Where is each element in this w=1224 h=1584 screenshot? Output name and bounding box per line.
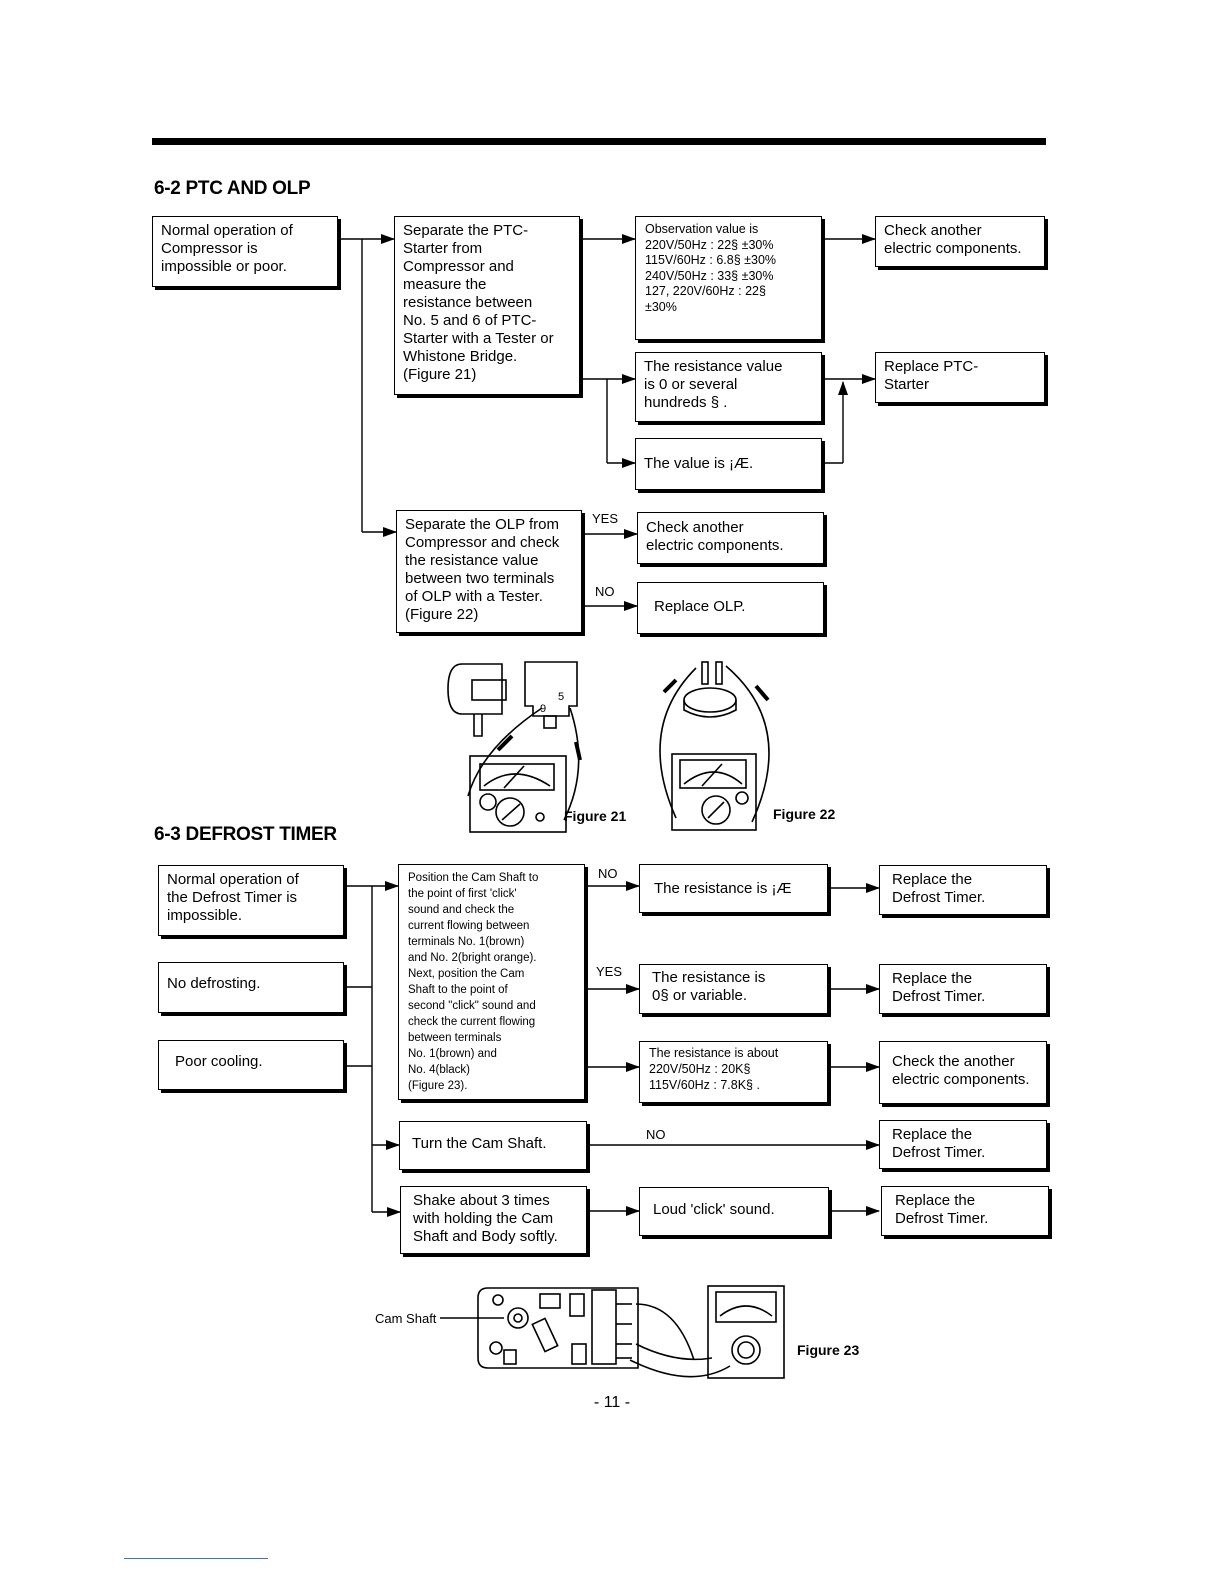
turn-cam-box: Turn the Cam Shaft. [399,1121,587,1170]
replace-timer-box-4: Replace the Defrost Timer. [881,1186,1049,1236]
timer-yes-label: YES [596,964,623,979]
resistance-zero-box: The resistance value is 0 or several hun… [635,352,822,422]
replace-timer-box-1: Replace the Defrost Timer. [879,865,1047,915]
olp-terminal-b: 5 [558,691,564,703]
page-number: - 11 - [593,1394,631,1411]
ptc-start-box: Normal operation of Compressor is imposs… [152,216,338,287]
separate-olp-box: Separate the OLP from Compressor and che… [396,510,582,633]
separate-ptc-box: Separate the PTC- Starter from Compresso… [394,216,580,395]
olp-yes-label: YES [592,511,619,526]
resistance-about-box: The resistance is about 220V/50Hz : 20K§… [639,1041,828,1103]
replace-olp-box: Replace OLP. [637,582,824,634]
olp-terminal-a: 9 [540,703,546,715]
top-rule [152,138,1046,145]
timer-start-box: Normal operation of the Defrost Timer is… [158,865,344,936]
replace-timer-box-3: Replace the Defrost Timer. [879,1120,1047,1169]
figure-23-illustration [440,1285,785,1379]
timer-no-label: NO [598,866,618,881]
observation-value-box: Observation value is 220V/50Hz : 22§ ±30… [635,216,822,340]
replace-timer-box-2: Replace the Defrost Timer. [879,964,1047,1014]
check-another-timer-box: Check the another electric components. [879,1041,1047,1104]
shake-box: Shake about 3 times with holding the Cam… [400,1186,587,1254]
cam-shaft-label: Cam Shaft [375,1311,437,1326]
olp-check-another-box: Check another electric components. [637,512,824,564]
resistance-zero-variable-box: The resistance is 0§ or variable. [639,964,828,1014]
footer-line [124,1558,268,1559]
figure-21-caption: Figure 21 [564,808,627,824]
figure-21-illustration: 9 5 [447,661,582,833]
figure-22-caption: Figure 22 [773,806,836,822]
resistance-infinite-box: The resistance is ¡Æ [639,864,828,913]
ptc-check-another-box: Check another electric components. [875,216,1045,267]
replace-ptc-box: Replace PTC- Starter [875,352,1045,403]
poor-cooling-box: Poor cooling. [158,1040,344,1090]
turn-cam-no-label: NO [646,1127,666,1142]
value-infinite-box: The value is ¡Æ. [635,438,822,490]
figure-22-illustration [659,661,770,831]
loud-click-box: Loud 'click' sound. [639,1187,829,1236]
section-heading-ptc-olp: 6-2 PTC AND OLP [154,178,311,199]
no-defrosting-box: No defrosting. [158,962,344,1013]
olp-no-label: NO [595,584,615,599]
position-cam-box: Position the Cam Shaft to the point of f… [398,864,585,1100]
section-heading-defrost-timer: 6-3 DEFROST TIMER [154,824,337,845]
figure-23-caption: Figure 23 [797,1342,860,1358]
